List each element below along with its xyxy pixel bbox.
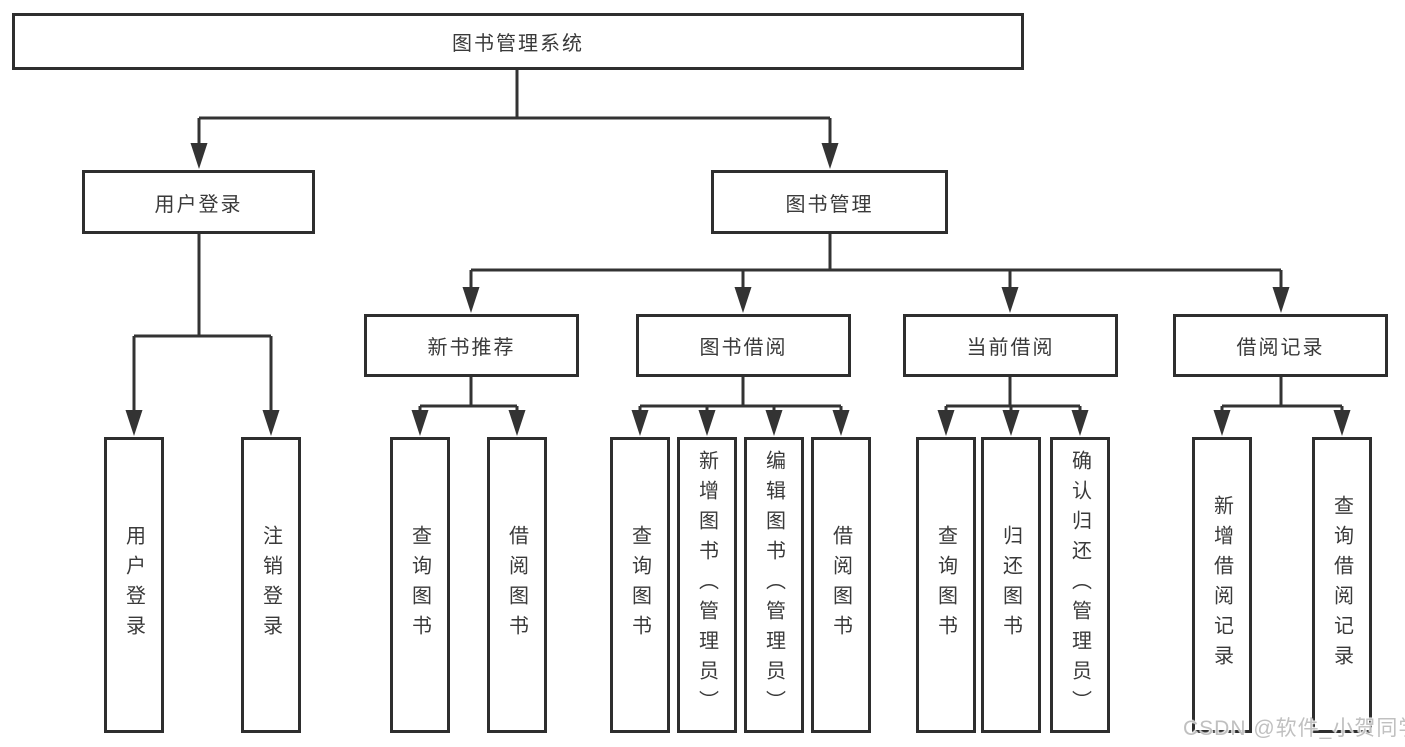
- node-library-system: 图书管理系统: [12, 13, 1024, 70]
- leaf-confirm-return-admin: 确认归还（管理员）: [1050, 437, 1110, 733]
- leaf-borrowing-query-book-label: 查询图书: [628, 525, 651, 645]
- node-user-login-module: 用户登录: [82, 170, 315, 234]
- leaf-recommend-borrow-book: 借阅图书: [487, 437, 547, 733]
- node-new-book-recommendation-label: 新书推荐: [427, 337, 516, 359]
- leaf-borrowing-borrow-book: 借阅图书: [811, 437, 871, 733]
- leaf-user-login: 用户登录: [104, 437, 164, 733]
- node-book-management-module: 图书管理: [711, 170, 948, 234]
- leaf-return-book: 归还图书: [981, 437, 1041, 733]
- leaf-user-login-label: 用户登录: [122, 525, 145, 645]
- leaf-edit-book-admin: 编辑图书（管理员）: [744, 437, 804, 733]
- leaf-borrowing-query-book: 查询图书: [610, 437, 670, 733]
- leaf-borrowing-borrow-book-label: 借阅图书: [829, 525, 852, 645]
- leaf-confirm-return-admin-label: 确认归还（管理员）: [1068, 450, 1091, 720]
- leaf-add-borrow-record: 新增借阅记录: [1192, 437, 1252, 733]
- csdn-watermark: CSDN @软件_小贺同学: [1183, 717, 1405, 740]
- leaf-query-borrow-record: 查询借阅记录: [1312, 437, 1372, 733]
- leaf-add-book-admin-label: 新增图书（管理员）: [695, 450, 718, 720]
- leaf-current-query-book-label: 查询图书: [934, 525, 957, 645]
- leaf-add-borrow-record-label: 新增借阅记录: [1210, 495, 1233, 675]
- leaf-query-borrow-record-label: 查询借阅记录: [1330, 495, 1353, 675]
- leaf-logout-label: 注销登录: [259, 525, 282, 645]
- leaf-recommend-borrow-book-label: 借阅图书: [505, 525, 528, 645]
- node-new-book-recommendation: 新书推荐: [364, 314, 579, 377]
- node-borrowing-records: 借阅记录: [1173, 314, 1388, 377]
- node-library-system-label: 图书管理系统: [452, 33, 584, 55]
- node-borrowing-records-label: 借阅记录: [1236, 337, 1325, 359]
- leaf-recommend-query-book-label: 查询图书: [408, 525, 431, 645]
- leaf-add-book-admin: 新增图书（管理员）: [677, 437, 737, 733]
- node-current-borrowing-label: 当前借阅: [966, 337, 1055, 359]
- leaf-edit-book-admin-label: 编辑图书（管理员）: [762, 450, 785, 720]
- leaf-logout: 注销登录: [241, 437, 301, 733]
- node-book-borrowing: 图书借阅: [636, 314, 851, 377]
- node-book-management-module-label: 图书管理: [785, 193, 874, 216]
- node-user-login-module-label: 用户登录: [154, 193, 243, 216]
- leaf-return-book-label: 归还图书: [999, 525, 1022, 645]
- node-book-borrowing-label: 图书借阅: [699, 337, 788, 359]
- leaf-recommend-query-book: 查询图书: [390, 437, 450, 733]
- leaf-current-query-book: 查询图书: [916, 437, 976, 733]
- node-current-borrowing: 当前借阅: [903, 314, 1118, 377]
